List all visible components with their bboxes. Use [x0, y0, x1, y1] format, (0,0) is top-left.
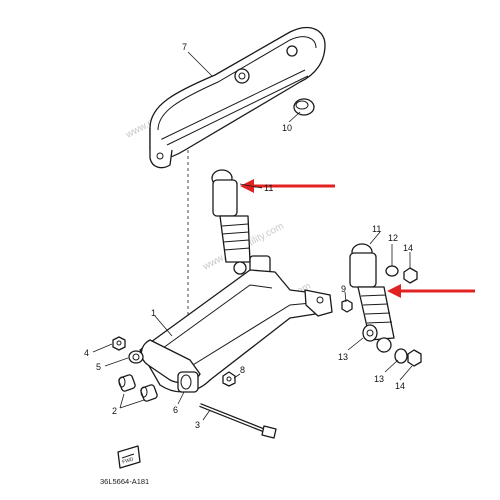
highlight-arrows — [240, 179, 475, 298]
pivot-bolt — [199, 403, 277, 439]
bolt-part — [341, 299, 353, 313]
callout-label: 6 — [173, 405, 178, 415]
callout-label: 4 — [84, 348, 89, 358]
callout-label: 7 — [182, 42, 187, 52]
collar-part — [177, 371, 199, 393]
callout-label: 8 — [240, 365, 245, 375]
callout-label: 13 — [374, 374, 384, 384]
fwd-label: FWD — [122, 456, 135, 465]
callout-label: 14 — [403, 243, 413, 253]
callout-label: 2 — [112, 406, 117, 416]
nut-part — [222, 371, 236, 387]
callout-label: 10 — [282, 123, 292, 133]
left-washer-nut — [112, 336, 144, 364]
callout-label: 11 — [372, 224, 381, 234]
left-shock-absorber — [211, 169, 271, 275]
callout-label: 1 — [151, 308, 156, 318]
callout-label: 12 — [388, 233, 398, 243]
callout-labels: 7 10 11 1 4 5 2 6 3 8 9 11 12 14 13 13 1… — [84, 42, 413, 430]
chain-case — [149, 27, 326, 169]
callout-label: 14 — [395, 381, 405, 391]
callout-label: 13 — [338, 352, 348, 362]
callout-label: 5 — [96, 362, 101, 372]
leader-lines — [92, 51, 413, 421]
bushing-part — [118, 374, 158, 402]
diagram-code: 36L5664-A181 — [100, 477, 149, 486]
callout-label: 11 — [264, 183, 273, 193]
fwd-badge: FWD — [117, 445, 141, 469]
callout-label: 9 — [341, 284, 346, 294]
cap-part — [293, 98, 315, 116]
callout-label: 3 — [195, 420, 200, 430]
